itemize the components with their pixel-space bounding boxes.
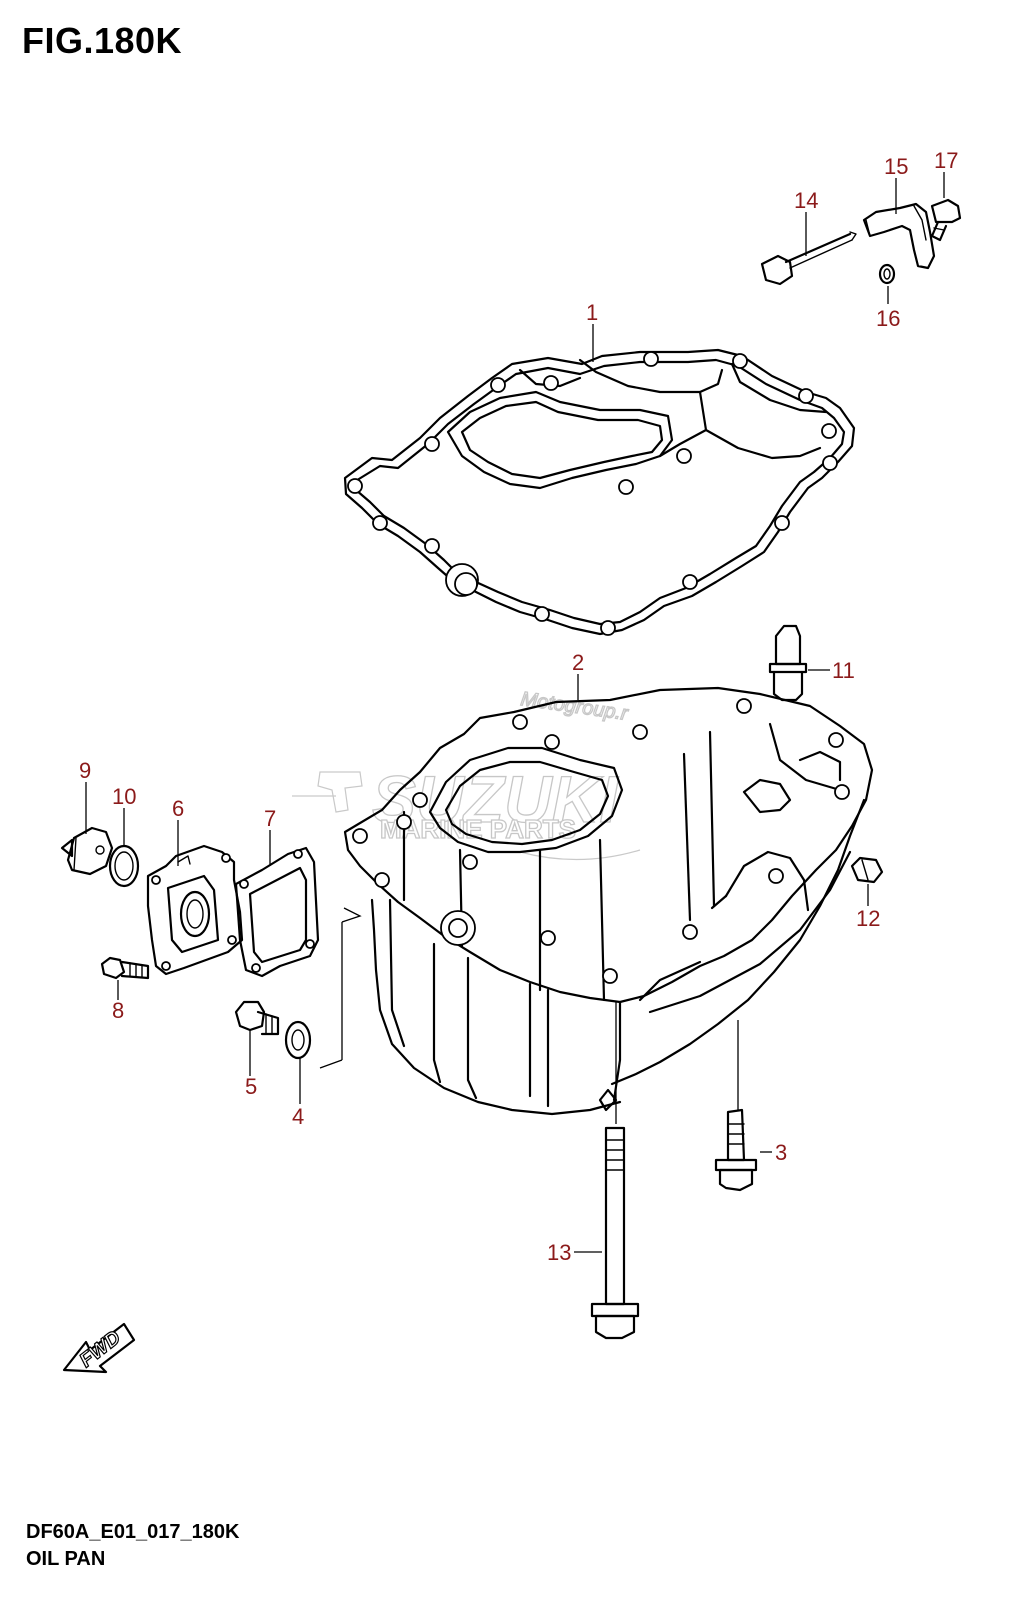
cover-6 xyxy=(146,844,244,976)
callout-5: 5 xyxy=(245,1074,257,1099)
leader-lines xyxy=(85,172,945,1253)
callout-17: 17 xyxy=(934,148,958,173)
callout-6: 6 xyxy=(172,796,184,821)
plug-11 xyxy=(768,624,808,702)
callout-10: 10 xyxy=(112,784,136,809)
callout-14: 14 xyxy=(794,188,818,213)
callout-2: 2 xyxy=(572,650,584,675)
bolt-8 xyxy=(100,956,150,980)
figure-caption: OIL PAN xyxy=(26,1548,106,1570)
plug-5 xyxy=(234,1000,280,1036)
callout-9: 9 xyxy=(79,758,91,783)
callout-8: 8 xyxy=(112,998,124,1023)
callout-15: 15 xyxy=(884,154,908,179)
dipstick xyxy=(760,231,857,286)
gasket-7 xyxy=(234,846,320,978)
figure-title: FIG.180K xyxy=(22,20,183,61)
watermark-subtitle: MARINE PARTS xyxy=(380,814,576,844)
callout-11: 11 xyxy=(832,658,855,683)
gasket-10 xyxy=(108,844,140,888)
o-ring-16 xyxy=(878,263,896,285)
bolt-17 xyxy=(930,198,962,242)
washer-4 xyxy=(284,1020,312,1060)
oil-pan xyxy=(343,686,874,1116)
watermark-outboard-icon xyxy=(292,771,363,813)
oil-pan-gasket xyxy=(343,348,856,636)
callout-12: 12 xyxy=(856,906,880,931)
fwd-arrow: FWD xyxy=(62,1322,136,1374)
callout-13: 13 xyxy=(547,1240,571,1265)
callout-1: 1 xyxy=(586,300,598,325)
callouts: 1 2 3 4 5 6 7 8 9 10 11 12 13 14 15 16 1… xyxy=(79,148,958,1265)
callout-3: 3 xyxy=(775,1140,787,1165)
figure-code: DF60A_E01_017_180K xyxy=(26,1521,240,1543)
bolt-13 xyxy=(590,1126,640,1340)
plug-9 xyxy=(60,826,114,876)
dipstick-guide xyxy=(862,202,936,270)
plug-12 xyxy=(850,856,884,884)
callout-16: 16 xyxy=(876,306,900,331)
callout-7: 7 xyxy=(264,806,276,831)
bolt-3 xyxy=(714,1108,758,1192)
callout-4: 4 xyxy=(292,1104,304,1129)
